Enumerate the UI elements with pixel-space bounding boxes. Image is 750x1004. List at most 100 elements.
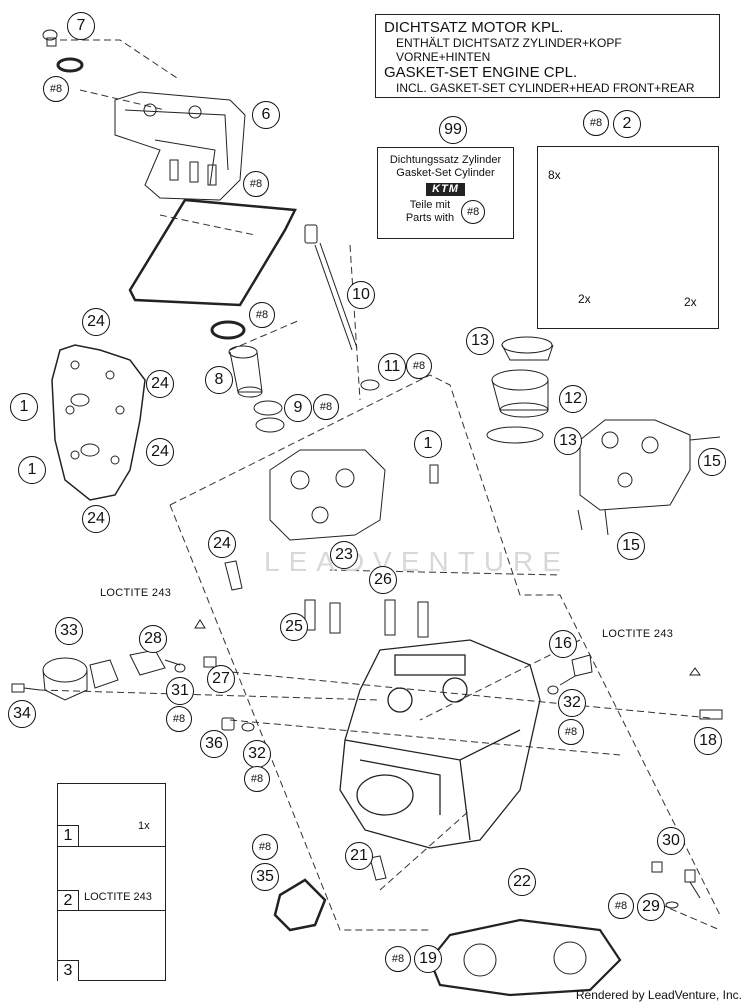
leadventure-watermark: LEADVENTURE — [264, 546, 570, 577]
header-sub-en: INCL. GASKET-SET CYLINDER+HEAD FRONT+REA… — [396, 81, 695, 95]
header-title-en: GASKET-SET ENGINE CPL. — [384, 64, 578, 81]
callout-7[interactable]: 7 — [67, 12, 95, 40]
callout-9[interactable]: 9 — [284, 394, 312, 422]
callout-13-bottom[interactable]: 13 — [554, 427, 582, 455]
step-text: LOCTITE 243 — [84, 891, 152, 903]
kit-qty-seals: 8x — [548, 168, 561, 182]
marker-8[interactable]: #8 — [406, 353, 432, 379]
callout-34[interactable]: 34 — [8, 700, 36, 728]
callout-32-right[interactable]: 32 — [558, 689, 586, 717]
leader-cover-cap — [60, 39, 181, 81]
gasket-kit-marker: #8 — [461, 200, 486, 224]
callout-24-lower[interactable]: 24 — [146, 438, 174, 466]
assembly-step-2: 2 LOCTITE 243 — [58, 846, 165, 911]
part-13-ring-b — [486, 426, 544, 444]
marker-8[interactable]: #8 — [385, 946, 411, 972]
callout-15-bottom[interactable]: 15 — [617, 532, 645, 560]
part-13-ring — [501, 336, 553, 354]
marker-8[interactable]: #8 — [43, 76, 69, 102]
step-text: 1x — [138, 820, 150, 832]
marker-8[interactable]: #8 — [558, 719, 584, 745]
callout-27[interactable]: 27 — [207, 665, 235, 693]
cylinder-head — [339, 639, 541, 849]
marker-8[interactable]: #8 — [249, 302, 275, 328]
callout-36[interactable]: 36 — [200, 730, 228, 758]
callout-29[interactable]: 29 — [637, 893, 665, 921]
callout-31[interactable]: 31 — [166, 677, 194, 705]
marker-8[interactable]: #8 — [166, 706, 192, 732]
callout-19[interactable]: 19 — [414, 945, 442, 973]
loctite-label-right: LOCTITE 243 — [602, 628, 674, 640]
marker-8[interactable]: #8 — [244, 766, 270, 792]
callout-6[interactable]: 6 — [252, 101, 280, 129]
callout-8[interactable]: 8 — [205, 366, 233, 394]
header-title-de: DICHTSATZ MOTOR KPL. — [384, 19, 564, 36]
ktm-logo: KTM — [426, 183, 465, 196]
marker-8[interactable]: #8 — [583, 110, 609, 136]
callout-15-right[interactable]: 15 — [698, 448, 726, 476]
callout-24-dowel[interactable]: 24 — [208, 530, 236, 558]
callout-24-right[interactable]: 24 — [146, 370, 174, 398]
part-10-bolt — [304, 224, 358, 351]
part-8-sleeve — [228, 345, 263, 398]
kit-qty-rings: 2x — [684, 295, 697, 309]
callout-28[interactable]: 28 — [139, 625, 167, 653]
callout-30[interactable]: 30 — [657, 827, 685, 855]
gasket-kit-parts-en: Parts with — [405, 212, 455, 224]
leader-head-outline — [169, 374, 721, 916]
callout-22[interactable]: 22 — [508, 868, 536, 896]
step-number: 2 — [58, 890, 79, 911]
part-15-carrier — [579, 419, 691, 511]
callout-18[interactable]: 18 — [694, 727, 722, 755]
marker-8[interactable]: #8 — [243, 171, 269, 197]
part-16-sensor — [571, 654, 593, 677]
callout-25[interactable]: 25 — [280, 613, 308, 641]
callout-32-left[interactable]: 32 — [243, 740, 271, 768]
part-23-carrier — [269, 449, 386, 541]
callout-21[interactable]: 21 — [345, 842, 373, 870]
callout-26[interactable]: 26 — [369, 566, 397, 594]
assembly-steps-box: 1 1x 2 LOCTITE 243 3 — [57, 783, 166, 981]
part-35-seal — [273, 878, 327, 932]
callout-33[interactable]: 33 — [55, 617, 83, 645]
part-7-cap — [42, 29, 58, 41]
footer-credit: Rendered by LeadVenture, Inc. — [575, 988, 742, 1002]
callout-13-top[interactable]: 13 — [466, 327, 494, 355]
callout-1-lower[interactable]: 1 — [18, 456, 46, 484]
part-28-sensor — [129, 649, 181, 676]
header-sub-de: ENTHÄLT DICHTSATZ ZYLINDER+KOPF VORNE+HI… — [396, 36, 622, 64]
callout-24-bottom[interactable]: 24 — [82, 505, 110, 533]
marker-8[interactable]: #8 — [608, 893, 634, 919]
callout-10[interactable]: 10 — [347, 281, 375, 309]
marker-8[interactable]: #8 — [313, 394, 339, 420]
gasket-kit-title-de: Dichtungssatz Zylinder — [389, 154, 502, 166]
callout-11[interactable]: 11 — [378, 353, 406, 381]
head-gasket-kit-box: 8x 2x 2x — [537, 146, 719, 329]
callout-2[interactable]: 2 — [613, 110, 641, 138]
callout-24-top[interactable]: 24 — [82, 308, 110, 336]
gasket-kit-parts-de: Teile mit — [409, 199, 451, 211]
callout-35[interactable]: 35 — [251, 863, 279, 891]
callout-23[interactable]: 23 — [330, 541, 358, 569]
assembly-step-1: 1 1x — [58, 784, 165, 846]
callout-1-left[interactable]: 1 — [10, 393, 38, 421]
part-6-valve-cover — [114, 91, 246, 201]
gasket-kit-title-en: Gasket-Set Cylinder — [396, 167, 495, 179]
callout-99[interactable]: 99 — [439, 116, 467, 144]
loctite-label-left: LOCTITE 243 — [100, 587, 172, 599]
assembly-step-3: 3 — [58, 910, 165, 981]
valve-cover-gasket — [128, 198, 297, 307]
gasket-kit-parts-label: Teile mit Parts with — [406, 199, 454, 225]
callout-1-center[interactable]: 1 — [414, 430, 442, 458]
callout-16[interactable]: 16 — [549, 630, 577, 658]
callout-12[interactable]: 12 — [559, 385, 587, 413]
cylinder-gasket-kit-box: Dichtungssatz Zylinder Gasket-Set Cylind… — [377, 147, 514, 239]
step-number: 3 — [58, 960, 79, 981]
part-24-gasket-plate — [51, 344, 146, 501]
part-33-cover — [42, 657, 88, 701]
part-12-cylinder — [491, 369, 549, 418]
engine-gasket-set-header: DICHTSATZ MOTOR KPL. ENTHÄLT DICHTSATZ Z… — [375, 14, 720, 98]
marker-8[interactable]: #8 — [252, 834, 278, 860]
step-number: 1 — [58, 825, 79, 846]
